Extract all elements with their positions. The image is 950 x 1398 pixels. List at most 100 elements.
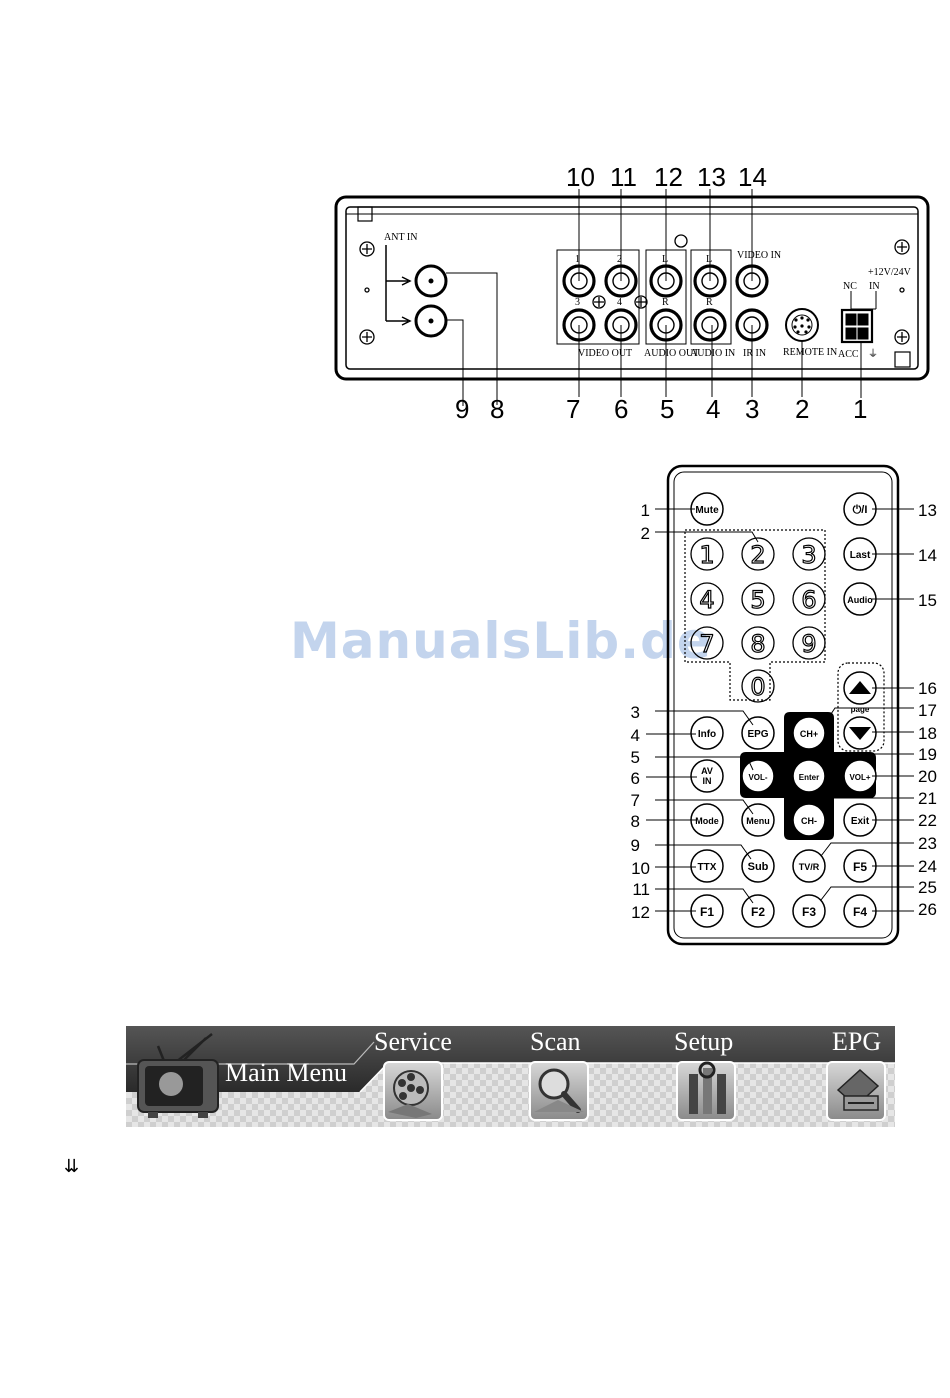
rear-chassis [334,195,930,381]
remote-number: 10 [631,859,650,878]
rear-number: 10 [566,162,595,192]
volume-up-button[interactable]: VOL+ [849,773,870,782]
video-in-label: VIDEO IN [737,250,781,261]
channel-label: 3 [575,297,580,308]
volume-down-button[interactable]: VOL- [748,773,767,782]
remote-number: 1 [641,501,650,520]
channel-label: 2 [617,254,622,265]
av-in-button[interactable]: AV [701,766,713,776]
f1-button[interactable]: F1 [700,905,714,919]
enter-button[interactable]: Enter [799,773,819,782]
remote-number: 24 [918,857,937,876]
menu-item-epg[interactable]: EPG [826,1027,886,1121]
rear-top-numbers: 10 11 12 13 14 [566,162,767,192]
f5-button[interactable]: F5 [853,860,867,874]
sub-button[interactable]: Sub [748,861,769,873]
f3-button[interactable]: F3 [802,905,816,919]
remote-number: 17 [918,701,937,720]
menu-button[interactable]: Menu [746,816,770,826]
remote-number: 25 [918,878,937,897]
channel-label: 1 [575,254,580,265]
remote-number: 2 [641,524,650,543]
mute-button[interactable]: Mute [695,505,719,516]
magnifier-icon [534,1068,584,1113]
main-menu-bar: Main Menu Service Scan Setup EP [126,1026,895,1127]
av-in-button-line2[interactable]: IN [703,776,712,786]
power-voltage-label: +12V/24V [868,267,912,278]
screw-icons [359,234,910,345]
digit-6-button[interactable]: 6 [801,585,817,614]
main-menu-title: Main Menu [225,1058,347,1087]
ground-icon: ⏚ [868,348,878,360]
menu-item-setup[interactable]: Setup [674,1027,736,1121]
rear-bottom-numbers: 9 8 7 6 5 4 3 2 1 [455,394,867,424]
rear-number: 14 [738,162,767,192]
last-button[interactable]: Last [850,550,871,561]
digit-7-button[interactable]: 7 [699,629,715,658]
audio-out-label: AUDIO OUT [644,348,699,359]
digit-2-button[interactable]: 2 [750,540,766,569]
ant-in-label: ANT IN [384,232,417,243]
ir-in-label: IR IN [743,348,766,359]
remote-number: 15 [918,591,937,610]
rear-number: 2 [795,394,809,424]
rear-number: 7 [566,394,580,424]
tv-icon [137,1033,219,1118]
left-leader-lines [646,508,759,912]
remote-number: 23 [918,834,937,853]
digit-4-button[interactable]: 4 [699,585,715,614]
remote-number: 7 [631,791,640,810]
remote-number: 21 [918,789,937,808]
ttx-button[interactable]: TTX [698,862,717,873]
remote-in-label: REMOTE IN [783,347,837,358]
rca-labels: 1 2 3 4 L R L R VIDEO IN VIDEO OUT AUDIO… [575,250,912,360]
rear-panel-diagram: 10 11 12 13 14 ANT IN [334,162,930,424]
digit-0-button[interactable]: 0 [750,672,766,701]
audio-button[interactable]: Audio [847,595,873,605]
rear-number: 13 [697,162,726,192]
remote-number: 8 [631,812,640,831]
menu-item-service[interactable]: Service [374,1027,452,1121]
epg-button[interactable]: EPG [747,729,768,740]
page-down-icon[interactable] [849,727,871,740]
page-up-icon[interactable] [849,681,871,694]
digit-1-button[interactable]: 1 [699,540,715,569]
rear-number: 5 [660,394,674,424]
menu-item-label: Setup [674,1027,733,1056]
right-leader-lines [820,508,914,912]
info-button[interactable]: Info [698,729,716,740]
remote-body [666,464,900,946]
digit-8-button[interactable]: 8 [750,629,766,658]
menu-item-scan[interactable]: Scan [529,1027,589,1121]
remote-buttons [690,492,877,928]
tools-icon [689,1061,726,1114]
remote-number: 11 [632,880,650,899]
digit-3-button[interactable]: 3 [801,540,817,569]
rear-number: 8 [490,394,504,424]
audio-in-label: AUDIO IN [690,348,735,359]
menu-item-label: Scan [530,1027,581,1056]
page-label: page [851,705,870,714]
rear-number: 11 [610,162,637,192]
channel-down-button[interactable]: CH- [801,816,817,826]
watermark: ManualsLib.de [290,612,712,670]
mode-button[interactable]: Mode [695,816,719,826]
f4-button[interactable]: F4 [853,905,867,919]
digit-5-button[interactable]: 5 [750,585,766,614]
channel-up-button[interactable]: CH+ [800,729,818,739]
channel-label: 4 [617,297,622,308]
exit-button[interactable]: Exit [851,816,870,827]
tv-radio-button[interactable]: TV/R [799,862,820,872]
remote-number: 4 [631,726,640,745]
remote-number: 12 [631,903,650,922]
remote-number: 18 [918,724,937,743]
f2-button[interactable]: F2 [751,905,765,919]
digit-9-button[interactable]: 9 [801,629,817,658]
remote-number: 3 [631,703,640,722]
power-button[interactable]: ⏻/I [853,503,868,516]
remote-number: 22 [918,811,937,830]
remote-control-diagram: 1 2 3 4 5 6 7 8 9 0 Mute ⏻/I Last Audio … [631,464,937,946]
audio-in-left-label: L [706,254,712,265]
remote-number: 5 [631,748,640,767]
rear-number: 3 [745,394,759,424]
